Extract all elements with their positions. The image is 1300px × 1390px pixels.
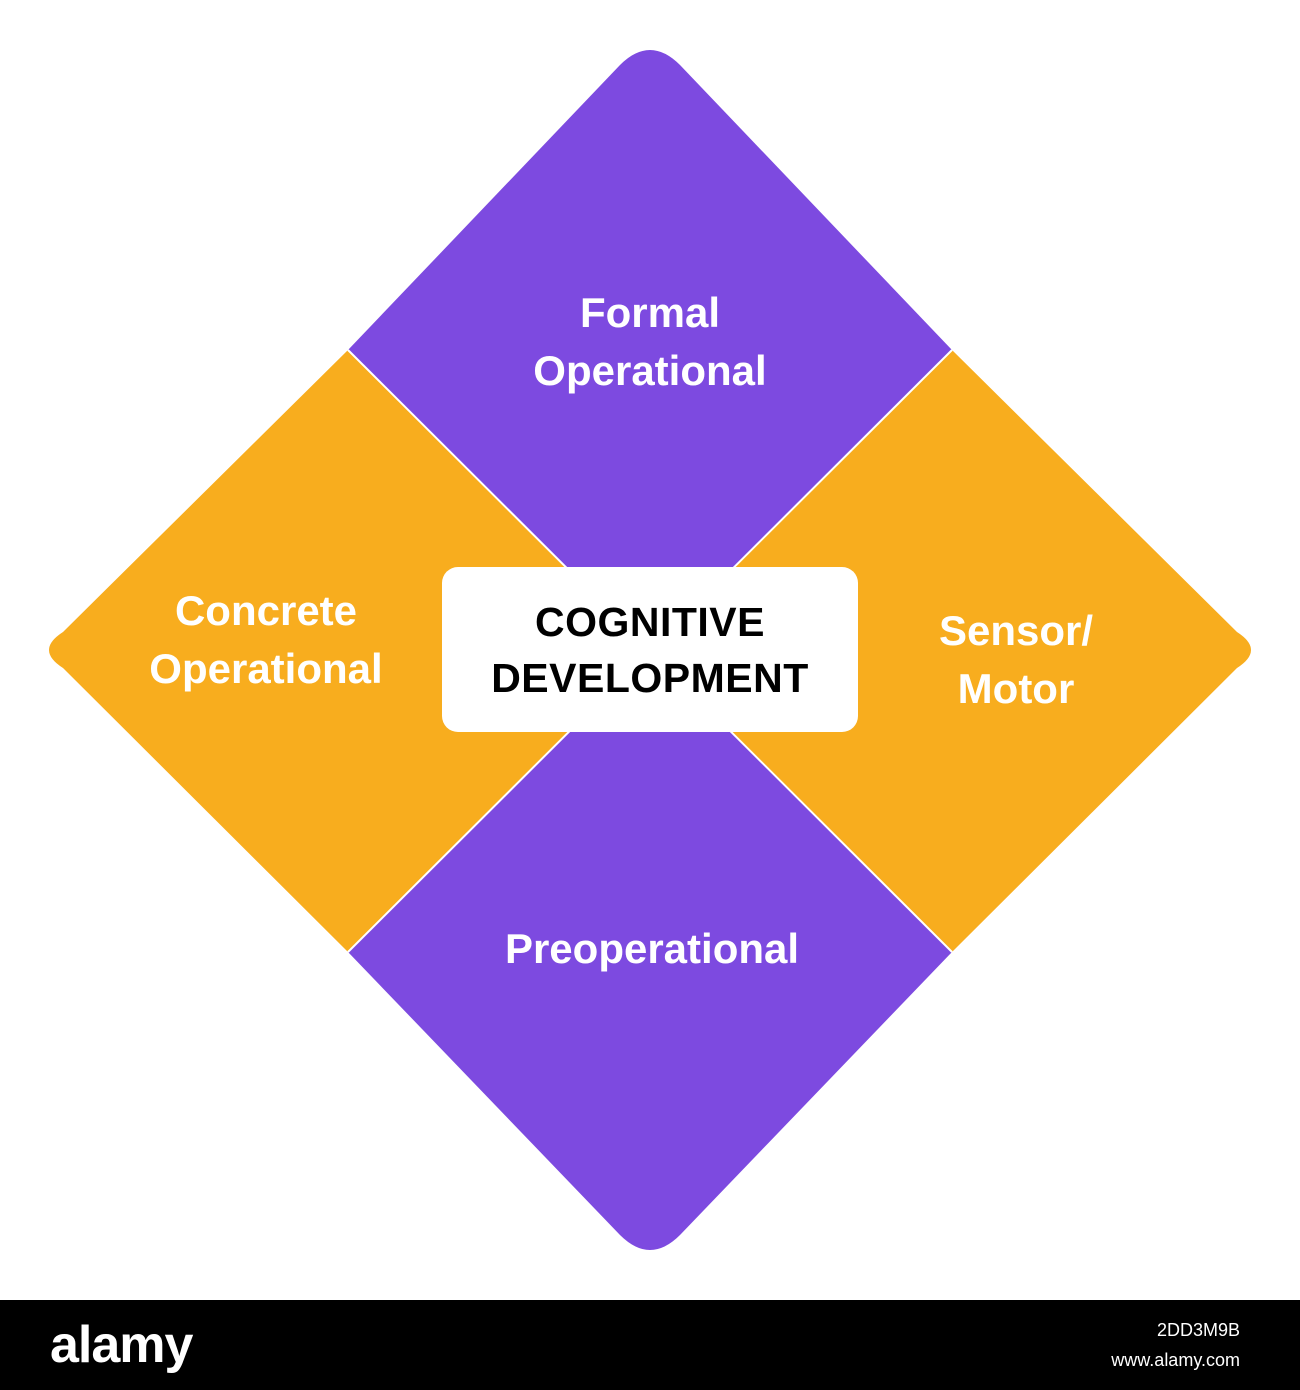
diagram-canvas: Formal Operational Concrete Operational …	[49, 50, 1251, 1250]
website-url-text: www.alamy.com	[1111, 1350, 1240, 1370]
sensor-motor-quadrant	[650, 350, 1251, 952]
preoperational-quadrant	[348, 650, 952, 1250]
diagram-svg	[49, 50, 1251, 1250]
concrete-operational-label-line1: Concrete	[174, 587, 358, 634]
sensor-motor-label: Sensor/ Motor	[866, 602, 1166, 718]
formal-operational-label: Formal Operational	[450, 284, 850, 400]
cognitive-development-center-box: COGNITIVE DEVELOPMENT	[442, 567, 858, 732]
preoperational-label: Preoperational	[432, 920, 872, 978]
formal-operational-label-line2: Operational	[533, 347, 767, 394]
alamy-logo: alamy	[50, 1316, 193, 1374]
sensor-motor-label-line2: Motor	[957, 665, 1075, 712]
concrete-operational-label: Concrete Operational	[86, 582, 446, 698]
image-id-text: 2DD3M9B	[1156, 1320, 1240, 1340]
concrete-operational-label-line2: Operational	[149, 645, 383, 692]
center-title-line2: DEVELOPMENT	[491, 654, 809, 701]
footer-bar: alamy 2DD3M9B www.alamy.com	[0, 1300, 1300, 1390]
sensor-motor-label-line1: Sensor/	[938, 607, 1094, 654]
formal-operational-label-line1: Formal	[579, 289, 721, 336]
center-title-line1: COGNITIVE	[534, 598, 766, 645]
concrete-operational-quadrant	[49, 350, 650, 952]
preoperational-label-line1: Preoperational	[504, 925, 800, 972]
